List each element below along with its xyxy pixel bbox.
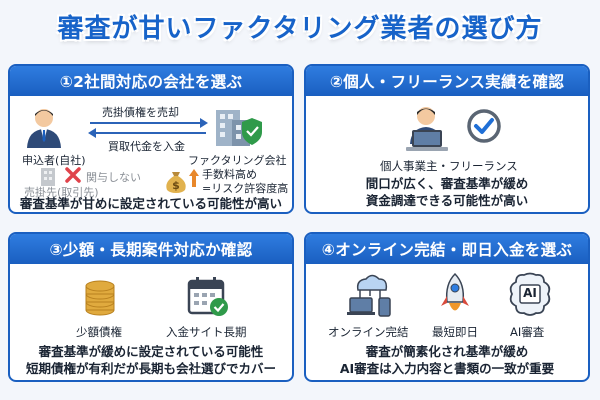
sell-arrow bbox=[90, 122, 202, 124]
applicant-label: 申込者(自社) bbox=[22, 154, 86, 167]
panel-description-line1: 審査基準が緩めに設定されている可能性 bbox=[38, 344, 264, 359]
risk-label: =リスク許容度高 bbox=[202, 182, 289, 195]
small-receivable-label: 少額債権 bbox=[76, 325, 122, 339]
panel-description-line1: 間口が広く、審査基準が緩め bbox=[365, 176, 529, 191]
rocket-icon bbox=[438, 272, 472, 322]
company-building-icon bbox=[212, 104, 266, 152]
ai-chip-label: AI bbox=[523, 286, 537, 300]
check-circle-icon bbox=[466, 108, 502, 148]
money-bag-icon: $ bbox=[162, 166, 190, 198]
panel-description-line2: AI審査は入力内容と書類の一致が重要 bbox=[339, 361, 555, 376]
calendar-check-icon bbox=[186, 274, 230, 322]
coin-stack-icon bbox=[82, 274, 118, 320]
debtor-building-icon bbox=[38, 166, 60, 190]
panel-description-line1: 審査が簡素化され基準が緩め bbox=[365, 344, 529, 359]
panel-two-party: ①2社間対応の会社を選ぶ 申込者(自社) 売掛債権を売却 買取代金を入金 bbox=[8, 64, 294, 214]
debtor-label: 売掛先(取引先) bbox=[24, 186, 99, 199]
long-payment-site-label: 入金サイト長期 bbox=[166, 325, 247, 339]
panel-small-long-term: ③少額・長期案件対応か確認 少額債権 bbox=[8, 232, 294, 382]
not-involved-label: 関与しない bbox=[86, 171, 141, 184]
panel-description-line2: 短期債権が有利だが長期も会社選びでカバー bbox=[25, 361, 276, 376]
panel-heading: ①2社間対応の会社を選ぶ bbox=[10, 66, 292, 96]
same-day-label: 最短即日 bbox=[432, 325, 478, 339]
cross-icon bbox=[64, 166, 82, 188]
panel-heading: ④オンライン完結・即日入金を選ぶ bbox=[306, 234, 588, 264]
online-complete-label: オンライン完結 bbox=[328, 325, 409, 339]
ai-brain-icon: AI bbox=[506, 272, 554, 322]
panel-description-line2: 資金調達できる可能性が高い bbox=[365, 193, 529, 208]
up-arrow-icon bbox=[188, 168, 200, 192]
company-label: ファクタリング会社 bbox=[188, 154, 287, 167]
freelancer-laptop-icon bbox=[398, 104, 460, 156]
businessman-icon bbox=[24, 106, 64, 152]
panel-freelance: ②個人・フリーランス実績を確認 個人事業主・フリーランス 間口が広く、審査基準が… bbox=[304, 64, 590, 214]
panel-online-same-day: ④オンライン完結・即日入金を選ぶ オンライン完結 最短即日 bbox=[304, 232, 590, 382]
cloud-devices-icon bbox=[346, 272, 394, 322]
ai-screening-label: AI審査 bbox=[510, 325, 545, 339]
arrow-left-head bbox=[88, 128, 96, 138]
arrow-right-head bbox=[200, 118, 208, 128]
panel-heading: ③少額・長期案件対応か確認 bbox=[10, 234, 292, 264]
arrow-top-label: 売掛債権を売却 bbox=[102, 106, 179, 119]
panel-heading: ②個人・フリーランス実績を確認 bbox=[306, 66, 588, 96]
panel-description: 審査基準が甘めに設定されている可能性が高い bbox=[19, 196, 283, 211]
pay-arrow bbox=[94, 132, 206, 134]
fee-label: 手数料高め bbox=[202, 168, 257, 181]
svg-text:$: $ bbox=[172, 179, 180, 192]
freelancer-label: 個人事業主・フリーランス bbox=[380, 159, 518, 173]
page-title: 審査が甘いファクタリング業者の選び方 bbox=[57, 14, 543, 44]
arrow-bottom-label: 買取代金を入金 bbox=[108, 140, 185, 153]
